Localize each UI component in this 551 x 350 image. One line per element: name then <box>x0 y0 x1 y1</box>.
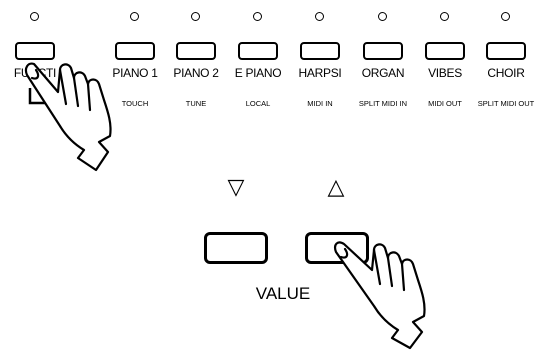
indicator-led-icon <box>253 12 262 21</box>
value-up-triangle-icon: △ <box>327 174 345 199</box>
panel-button-sublabel: TOUCH <box>121 99 149 108</box>
indicator-led-icon <box>191 12 200 21</box>
indicator-led-icon <box>130 12 139 21</box>
indicator-led-icon <box>315 12 324 21</box>
panel-button-label: ORGAN <box>361 66 405 80</box>
value-down-triangle-icon: ▽ <box>227 174 245 199</box>
panel-button-sublabel: MIDI IN <box>307 99 333 108</box>
panel-button-label: VIBES <box>428 66 462 80</box>
indicator-led-icon <box>501 12 510 21</box>
panel-button-label: PIANO 2 <box>173 66 219 80</box>
panel-button-sublabel: TUNE <box>185 99 207 108</box>
panel-button-0[interactable] <box>15 42 55 60</box>
panel-button-4[interactable] <box>300 42 340 60</box>
indicator-led-icon <box>378 12 387 21</box>
value-label: VALUE <box>255 284 311 304</box>
panel-button-5[interactable] <box>363 42 403 60</box>
panel-button-sublabel: MIDI OUT <box>428 99 462 108</box>
panel-button-3[interactable] <box>238 42 278 60</box>
panel-button-6[interactable] <box>425 42 465 60</box>
panel-button-label: PIANO 1 <box>112 66 158 80</box>
panel-button-sublabel: SPLIT MIDI OUT <box>477 99 535 108</box>
panel-button-label: HARPSI <box>298 66 342 80</box>
panel-button-1[interactable] <box>115 42 155 60</box>
panel-button-sublabel: SPLIT MIDI IN <box>358 99 408 108</box>
indicator-led-icon <box>440 12 449 21</box>
panel-button-label: CHOIR <box>487 66 525 80</box>
panel-button-2[interactable] <box>176 42 216 60</box>
panel-button-sublabel: LOCAL <box>245 99 271 108</box>
panel-button-7[interactable] <box>486 42 526 60</box>
panel-button-label: E PIANO <box>234 66 282 80</box>
value-down-button[interactable] <box>204 232 268 264</box>
indicator-led-icon <box>30 12 39 21</box>
